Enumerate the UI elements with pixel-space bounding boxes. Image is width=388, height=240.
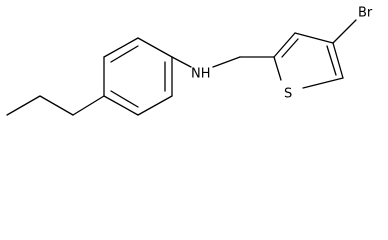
bond-ring-3 — [137, 37, 173, 58]
bond-nh-ch2 — [212, 56, 241, 68]
bond-ring-double-1 — [110, 45, 139, 63]
bond-propyl-3 — [72, 95, 105, 116]
propyl-chain — [6, 95, 105, 116]
benzene-ring — [103, 37, 173, 116]
atom-label-s: S — [284, 87, 292, 102]
bond-aryl-nh — [171, 56, 192, 68]
bond-thio-c5-c4 — [332, 42, 344, 79]
bond-ring-double-3 — [110, 90, 139, 108]
bond-propyl-1 — [6, 95, 41, 116]
bond-ring-5 — [137, 95, 173, 116]
bond-ring-6 — [103, 95, 139, 116]
bond-thio-c3-c2 — [273, 32, 296, 58]
bond-c4-br — [332, 19, 357, 44]
thiophene-ring — [273, 32, 344, 89]
bond-thio-c2-s — [273, 56, 282, 81]
structure-diagram: NH S Br — [6, 6, 373, 116]
bond-thio-double-1 — [281, 38, 299, 58]
bond-propyl-2 — [39, 95, 74, 116]
bond-thio-s-c5 — [302, 77, 344, 89]
bond-ring-2 — [103, 37, 139, 58]
atom-label-br: Br — [358, 6, 373, 21]
bond-thio-double-2 — [326, 45, 337, 76]
bond-thio-c4-c3 — [294, 32, 334, 44]
atom-label-nh: NH — [191, 67, 211, 82]
